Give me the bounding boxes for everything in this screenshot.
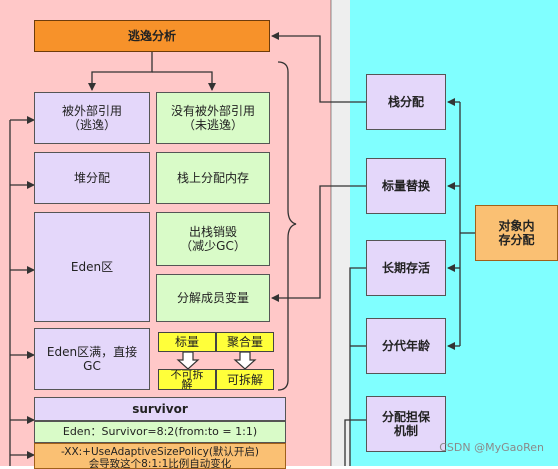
stack-alloc-node: 栈分配 [366, 74, 446, 130]
survivor-node: survivor [34, 397, 286, 421]
escape-analysis-node: 逃逸分析 [34, 20, 270, 52]
eden-node: Eden区 [34, 212, 150, 322]
divisible-node: 可拆解 [216, 369, 274, 390]
object-alloc-node: 对象内 存分配 [475, 205, 558, 261]
decompose-node: 分解成员变量 [156, 274, 270, 322]
gen-age-node: 分代年龄 [366, 318, 446, 374]
stack-alloc-mem-node: 栈上分配内存 [156, 152, 270, 204]
no-external-ref-node: 没有被外部引用 （未逃逸） [156, 92, 270, 144]
scalar-node: 标量 [158, 332, 216, 352]
long-lived-node: 长期存活 [366, 240, 446, 296]
indivisible-node: 不可拆 解 [158, 369, 216, 390]
pop-destroy-node: 出栈销毁 （减少GC） [156, 212, 270, 266]
watermark: CSDN @MyGaoRen [439, 441, 544, 454]
heap-alloc-node: 堆分配 [34, 152, 150, 204]
alloc-guarantee-node: 分配担保 机制 [366, 396, 446, 452]
aggregate-node: 聚合量 [216, 332, 274, 352]
survivor-ratio-node: Eden：Survivor=8:2(from:to = 1:1) [34, 421, 286, 443]
adaptive-policy-node: -XX:+UseAdaptiveSizePolicy(默认开启) 会导致这个8:… [34, 443, 286, 469]
divider-strip [331, 0, 351, 466]
eden-full-node: Eden区满，直接 GC [34, 328, 150, 390]
scalar-replace-node: 标量替换 [366, 158, 446, 214]
external-ref-node: 被外部引用 （逃逸） [34, 92, 150, 144]
